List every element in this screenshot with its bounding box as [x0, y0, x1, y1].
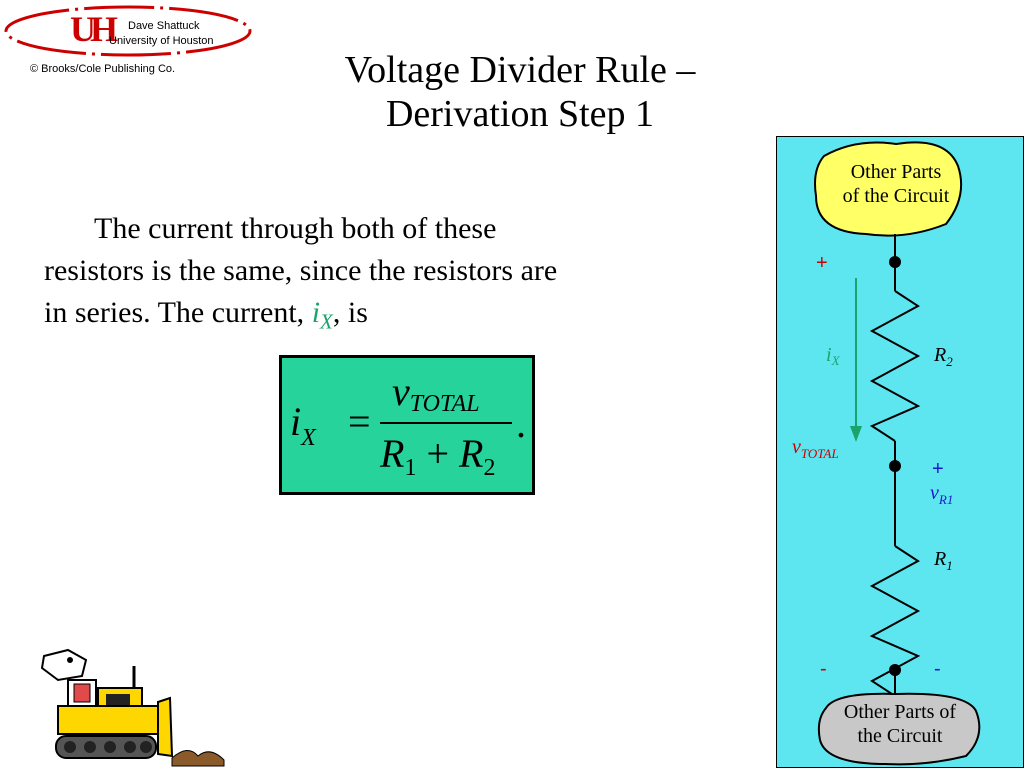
equation-numerator: vTOTAL [392, 369, 480, 417]
equation-period: . [516, 401, 526, 446]
university-name: University of Houston [109, 35, 214, 47]
resistor-r2 [869, 290, 921, 442]
node-top [889, 256, 901, 268]
slide-title-line-2: Derivation Step 1 [385, 93, 655, 135]
vtotal-plus-sign: + [816, 252, 828, 274]
equation-box: iX = vTOTAL R1 + R2 . [279, 355, 535, 495]
body-line-3-suffix: , is [332, 296, 368, 329]
vtotal-label: vTOTAL [792, 436, 839, 461]
top-circuit-blob [814, 141, 963, 237]
equation-equals: = [348, 399, 371, 444]
publisher-credit: © Brooks/Cole Publishing Co. [30, 63, 176, 75]
ix-label: iX [826, 344, 840, 368]
resistor-r1 [869, 545, 921, 697]
author-name: Dave Shattuck [128, 20, 200, 32]
fraction-bar [380, 422, 512, 424]
slide-title: Voltage Divider Rule – Derivation Step 1 [260, 48, 780, 136]
body-line-3-prefix: in series. The current, [44, 296, 312, 329]
circuit-diagram [776, 136, 1024, 768]
node-middle [889, 460, 901, 472]
vr1-minus-sign: - [934, 658, 941, 680]
uh-logo: UH [70, 9, 118, 49]
bottom-box-label: Other Parts of the Circuit [843, 701, 957, 747]
body-line-2: resistors is the same, since the resisto… [44, 254, 558, 287]
vr1-plus-sign: + [932, 458, 944, 480]
current-arrow-head [850, 426, 862, 442]
circuit-background [776, 136, 1024, 768]
header-badge-outline [4, 5, 252, 57]
vtotal-minus-sign: - [820, 658, 827, 680]
r2-label: R2 [934, 344, 953, 369]
r1-label: R1 [934, 548, 953, 573]
body-line-1: The current through both of these [94, 212, 497, 245]
top-box-label: Other Parts of the Circuit [842, 161, 950, 207]
vr1-label: vR1 [930, 482, 954, 507]
current-symbol: iX [311, 296, 333, 334]
equation-lhs: iX [290, 399, 316, 451]
bulldozer-mascot-icon [40, 648, 225, 767]
equation-denominator: R1 + R2 [380, 431, 496, 481]
body-paragraph: The current through both of these resist… [44, 208, 744, 342]
slide-title-line-1: Voltage Divider Rule – [344, 49, 696, 91]
